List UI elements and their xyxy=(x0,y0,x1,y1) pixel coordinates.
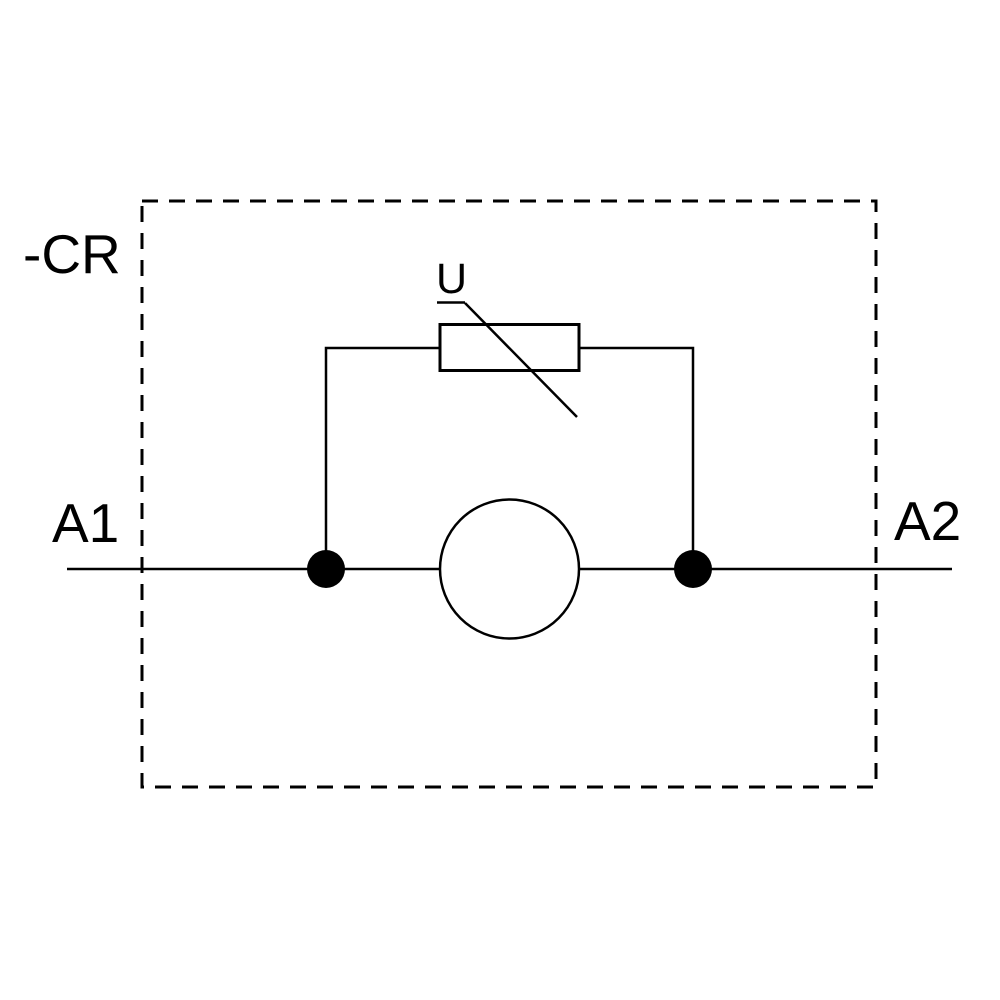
junction-dot-right xyxy=(674,550,712,588)
terminal-a2-label: A2 xyxy=(894,490,961,552)
junction-dot-left xyxy=(307,550,345,588)
varistor-u-label: U xyxy=(436,255,467,303)
enclosure-dashed-border xyxy=(140,199,878,789)
varistor-diagonal-stroke xyxy=(464,302,578,418)
branch-wire-left xyxy=(324,346,440,569)
component-reference-label: -CR xyxy=(23,223,121,285)
branch-wire-right xyxy=(579,346,695,569)
terminal-a1-label: A1 xyxy=(52,492,119,554)
coil-circle xyxy=(438,498,581,640)
